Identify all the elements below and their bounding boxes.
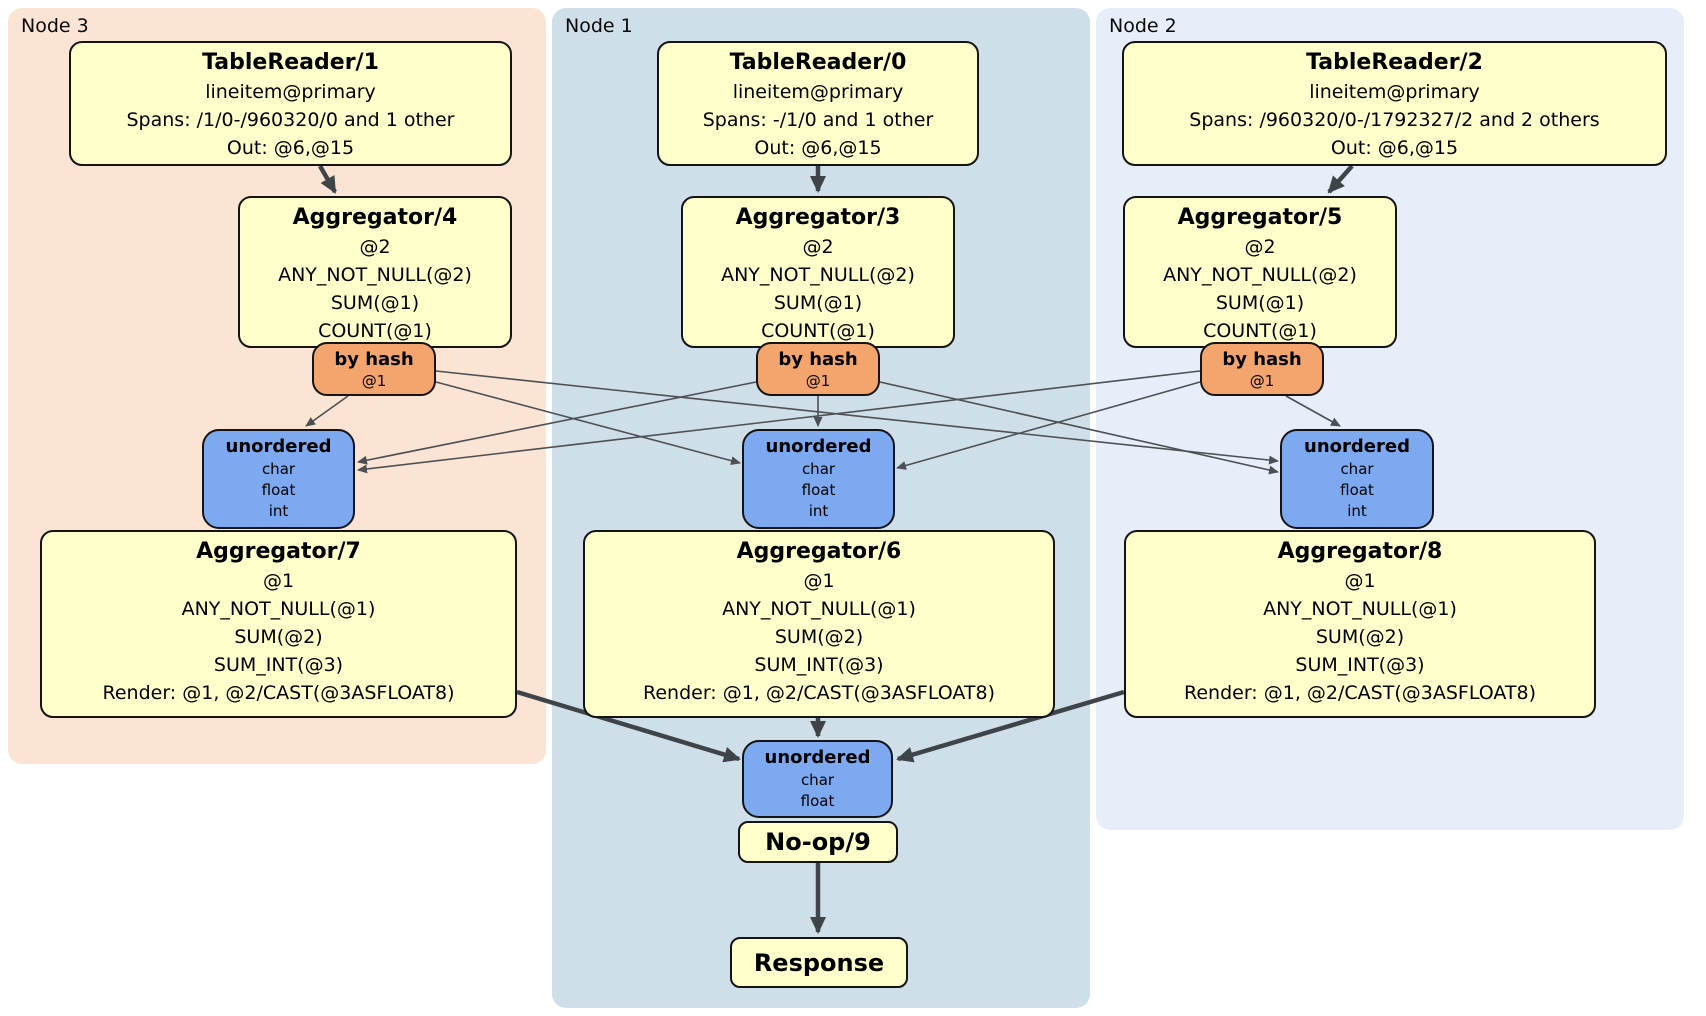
final-unordered-sync-title: unordered xyxy=(764,747,871,768)
aggregator-8-box: Aggregator/8 @1 ANY_NOT_NULL(@1) SUM(@2)… xyxy=(1124,530,1596,718)
aggregator-6-title: Aggregator/6 xyxy=(736,539,902,564)
node1-panel-label: Node 1 xyxy=(565,15,633,37)
node3-panel-label: Node 3 xyxy=(21,15,89,37)
aggregator-5-title: Aggregator/5 xyxy=(1177,205,1343,230)
tablereader-2-title: TableReader/2 xyxy=(1306,50,1483,75)
hash-router-node1-title: by hash xyxy=(778,349,858,370)
node2-panel-label: Node 2 xyxy=(1109,15,1177,37)
tablereader-0-spans: Spans: -/1/0 and 1 other xyxy=(702,109,934,131)
tablereader-1-out: Out: @6,@15 xyxy=(226,137,355,159)
tablereader-2-box: TableReader/2 lineitem@primary Spans: /9… xyxy=(1122,41,1667,166)
final-unordered-sync: unordered char float xyxy=(742,740,893,818)
hash-router-node1: by hash @1 xyxy=(756,342,880,396)
response-title: Response xyxy=(753,948,885,977)
tablereader-1-title: TableReader/1 xyxy=(202,50,379,75)
tablereader-2-index: lineitem@primary xyxy=(1309,81,1480,103)
aggregator-8-title: Aggregator/8 xyxy=(1277,539,1443,564)
aggregator-5-box: Aggregator/5 @2 ANY_NOT_NULL(@2) SUM(@1)… xyxy=(1123,196,1397,348)
aggregator-4-title: Aggregator/4 xyxy=(292,205,458,230)
tablereader-1-box: TableReader/1 lineitem@primary Spans: /1… xyxy=(69,41,512,166)
tablereader-1-spans: Spans: /1/0-/960320/0 and 1 other xyxy=(126,109,455,131)
aggregator-3-box: Aggregator/3 @2 ANY_NOT_NULL(@2) SUM(@1)… xyxy=(681,196,955,348)
hash-router-node2: by hash @1 xyxy=(1200,342,1324,396)
unordered-sync-node2-title: unordered xyxy=(1304,436,1410,457)
aggregator-7-title: Aggregator/7 xyxy=(196,539,361,564)
unordered-sync-node3: unordered char float int xyxy=(202,429,355,529)
unordered-sync-node2: unordered char float int xyxy=(1280,429,1434,529)
hash-router-node3-title: by hash xyxy=(334,349,414,370)
hash-router-node2-title: by hash xyxy=(1222,349,1302,370)
unordered-sync-node3-title: unordered xyxy=(225,436,332,457)
noop-9-title: No-op/9 xyxy=(765,828,871,856)
unordered-sync-node1: unordered char float int xyxy=(742,429,895,529)
hash-router-node3: by hash @1 xyxy=(312,342,436,396)
unordered-sync-node1-title: unordered xyxy=(765,436,872,457)
aggregator-3-title: Aggregator/3 xyxy=(735,205,901,230)
tablereader-0-out: Out: @6,@15 xyxy=(754,137,882,159)
noop-9-box: No-op/9 xyxy=(738,821,898,863)
tablereader-0-title: TableReader/0 xyxy=(729,50,907,75)
tablereader-2-spans: Spans: /960320/0-/1792327/2 and 2 others xyxy=(1189,109,1600,131)
aggregator-6-box: Aggregator/6 @1 ANY_NOT_NULL(@1) SUM(@2)… xyxy=(583,530,1055,718)
aggregator-4-box: Aggregator/4 @2 ANY_NOT_NULL(@2) SUM(@1)… xyxy=(238,196,512,348)
tablereader-1-index: lineitem@primary xyxy=(205,81,376,103)
tablereader-0-box: TableReader/0 lineitem@primary Spans: -/… xyxy=(657,41,979,166)
tablereader-0-index: lineitem@primary xyxy=(732,81,904,103)
response-box: Response xyxy=(730,937,908,988)
aggregator-7-box: Aggregator/7 @1 ANY_NOT_NULL(@1) SUM(@2)… xyxy=(40,530,517,718)
tablereader-2-out: Out: @6,@15 xyxy=(1330,137,1459,159)
